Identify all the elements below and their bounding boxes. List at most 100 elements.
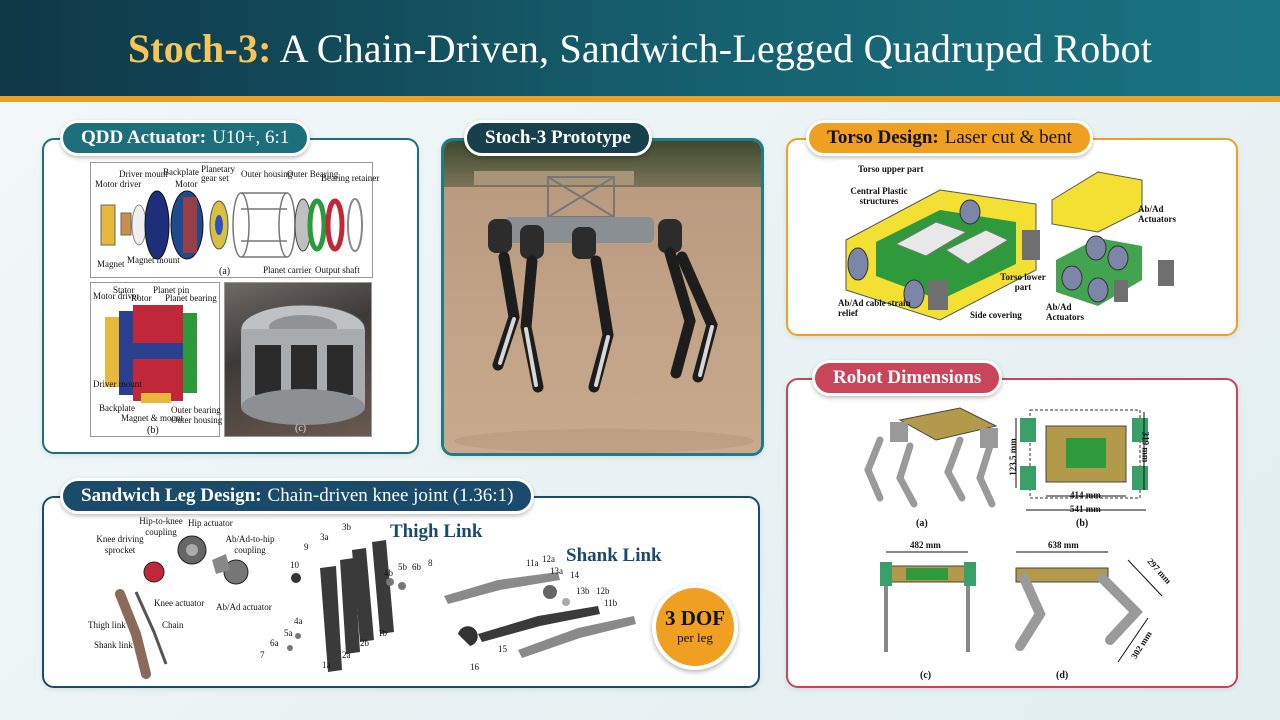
leg-pill: Sandwich Leg Design: Chain-driven knee j… (60, 478, 535, 514)
leg-label-hip-actuator: Hip actuator (188, 518, 233, 528)
prototype-pill: Stoch-3 Prototype (464, 120, 652, 156)
actuator-photo-drawing (240, 304, 366, 425)
part-8: 8 (428, 558, 433, 568)
actuator-section-drawing (105, 305, 197, 403)
leg-label-chain: Chain (162, 620, 184, 630)
caption-b: (b) (147, 425, 159, 436)
part-4b: 4b (384, 568, 393, 578)
label-b-planet-pin: Planet pin (153, 285, 190, 295)
label-backplate: Backplate (163, 167, 199, 177)
dim-caption-a: (a) (916, 518, 928, 529)
label-b-motor-driver: Motor driver (93, 291, 140, 301)
label-b-driver-mount: Driver mount (93, 379, 142, 389)
part-15: 15 (498, 644, 507, 654)
label-b-backplate: Backplate (99, 403, 135, 413)
title-bar: Stoch-3: A Chain-Driven, Sandwich-Legged… (0, 0, 1280, 96)
part-6a: 6a (270, 638, 279, 648)
label-output-shaft: Output shaft (315, 265, 360, 275)
dimensions-figure: 123.5 mm 319 mm 414 mm 541 mm 482 mm 638… (840, 400, 1210, 685)
actuator-pill-bold: QDD Actuator: (81, 127, 207, 148)
part-13a: 13a (550, 566, 563, 576)
thigh-link-title: Thigh Link (390, 521, 483, 542)
part-1b: 1b (378, 628, 387, 638)
dim-caption-d: (d) (1056, 670, 1069, 681)
label-b-magnet-mount: Magnet & mount (121, 413, 183, 423)
part-2b: 2b (360, 638, 369, 648)
leg-assembly-figure: Hip-to-knee coupling Hip actuator Knee d… (84, 514, 284, 684)
part-11b: 11b (604, 598, 618, 608)
dof-badge: 3 DOF per leg (652, 584, 738, 670)
torso-label-upper: Torso upper part (858, 164, 924, 174)
part-9: 9 (304, 542, 309, 552)
part-14: 14 (570, 570, 579, 580)
dof-badge-value: 3 DOF (664, 606, 726, 630)
actuator-section-figure: Motor driver Stator Rotor Planet pin Pla… (90, 282, 222, 437)
label-b-outer-bearing: Outer bearing (171, 405, 221, 415)
leg-pill-bold: Sandwich Leg Design: (81, 485, 262, 506)
part-10: 10 (290, 560, 299, 570)
label-magnet-mount: Magnet mount (127, 255, 180, 265)
torso-label-side-covering: Side covering (970, 310, 1022, 320)
prototype-panel (441, 138, 764, 456)
caption-c: (c) (295, 423, 307, 434)
label-b-stator: Stator (113, 285, 135, 295)
torso-drawing (845, 171, 1174, 321)
part-13b: 13b (576, 586, 590, 596)
dim-label-414: 414 mm (1070, 490, 1101, 500)
leg-pill-rest: Chain-driven knee joint (1.36:1) (267, 485, 514, 506)
part-3b: 3b (342, 522, 351, 532)
leg-label-shank: Shank link (94, 640, 133, 650)
dimensions-pill: Robot Dimensions (812, 360, 1003, 396)
part-6b: 6b (412, 562, 421, 572)
label-planet-carrier: Planet carrier (263, 265, 312, 275)
part-5b: 5b (398, 562, 407, 572)
label-b-planet-bearing: Planet bearing (165, 293, 217, 303)
dim-label-638: 638 mm (1048, 540, 1079, 550)
leg-label-hip-to-knee: Hip-to-knee coupling (139, 516, 183, 537)
title-highlight: Stoch-3: (127, 25, 272, 71)
prototype-photo (444, 141, 761, 453)
part-16: 16 (470, 662, 479, 672)
dof-badge-caption: per leg (677, 630, 713, 645)
actuator-exploded-drawing (100, 190, 363, 260)
torso-label-lower: Torso lower part (1000, 272, 1046, 292)
torso-pill-bold: Torso Design: (827, 127, 939, 148)
part-12b: 12b (596, 586, 610, 596)
torso-pill-rest: Laser cut & bent (944, 127, 1072, 148)
dim-label-482: 482 mm (910, 540, 941, 550)
page-title: Stoch-3: A Chain-Driven, Sandwich-Legged… (128, 25, 1152, 72)
dim-label-height: 123.5 mm (1007, 438, 1018, 476)
torso-figure: Torso upper part Central Plastic structu… (836, 160, 1184, 326)
shank-link-title: Shank Link (566, 545, 662, 566)
part-3a: 3a (320, 532, 329, 542)
shank-link-drawing (444, 572, 636, 658)
torso-label-strain-relief: Ab/Ad cable strain relief (838, 298, 911, 318)
leg-label-thigh: Thigh link (88, 620, 126, 630)
label-b-rotor: Rotor (131, 293, 152, 303)
part-5a: 5a (284, 628, 293, 638)
thigh-link-figure: 9 3a 3b 10 4b 5b 6b 8 4a 5a 6a 7 2b 1b 2… (256, 520, 446, 685)
dimensions-drawing (864, 407, 1163, 663)
label-planetary-gear-set: Planetary gear set (201, 164, 235, 183)
dim-caption-c: (c) (920, 670, 932, 681)
label-driver-mount: Driver mount (119, 169, 168, 179)
part-2a: 2a (342, 650, 351, 660)
caption-a: (a) (219, 266, 231, 277)
prototype-pill-label: Stoch-3 Prototype (485, 127, 631, 148)
dimensions-panel (786, 378, 1238, 688)
torso-label-abad-top: Ab/Ad Actuators (1138, 204, 1176, 224)
torso-pill: Torso Design: Laser cut & bent (806, 120, 1093, 156)
title-rest: A Chain-Driven, Sandwich-Legged Quadrupe… (279, 25, 1153, 71)
part-11a: 11a (526, 558, 539, 568)
label-outer-housing: Outer housing (241, 169, 293, 179)
actuator-exploded-figure: Motor driver Driver mount Backplate Moto… (90, 162, 379, 278)
label-motor: Motor (175, 179, 198, 189)
part-4a: 4a (294, 616, 303, 626)
torso-label-abad-bottom: Ab/Ad Actuators (1046, 302, 1084, 322)
part-7: 7 (260, 650, 265, 660)
part-1a: 1a (322, 660, 331, 670)
leg-assembly-drawing (115, 535, 249, 679)
shank-link-figure: 11a 12a 13a 14 13b 12b 11b 15 16 (438, 552, 638, 680)
dimensions-pill-label: Robot Dimensions (833, 367, 982, 388)
leg-label-abad-actuator: Ab/Ad actuator (216, 602, 272, 612)
